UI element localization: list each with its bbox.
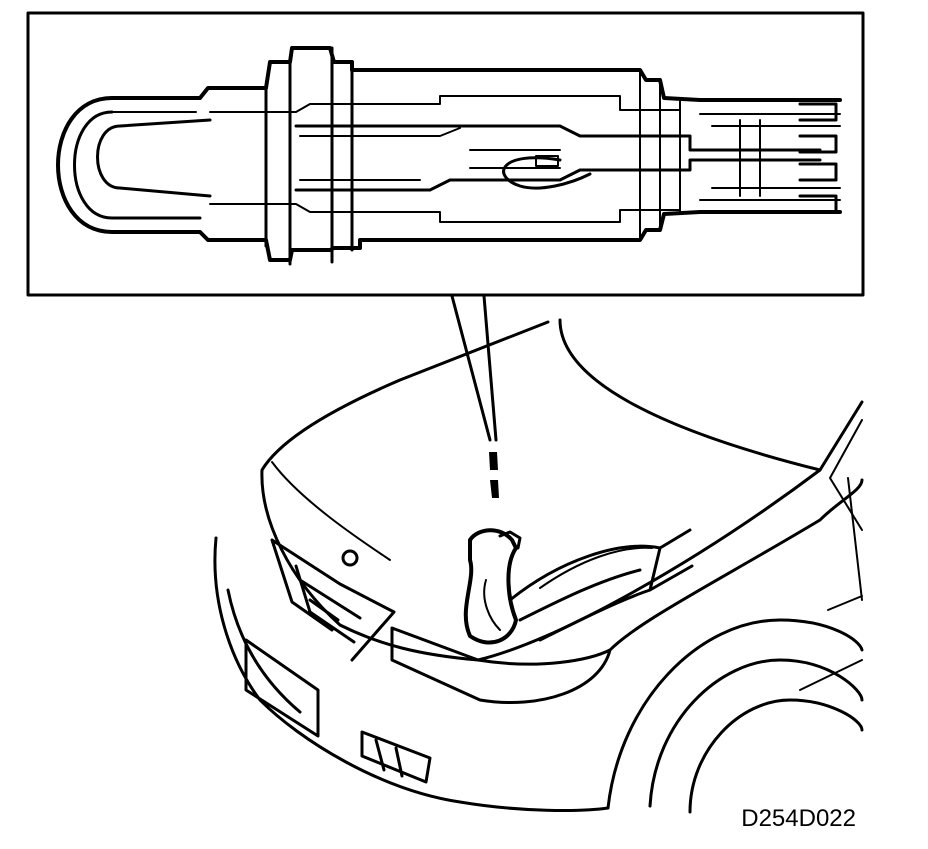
contact-spring [502,156,592,190]
car-front [213,318,864,814]
front-bumper [213,536,610,812]
inner-tube [209,95,681,223]
fog-light [360,730,432,784]
sensor-tip-core [96,118,212,198]
wheel [648,658,864,814]
hood [260,320,822,662]
sensor-detail-inset [26,11,865,297]
windshield-edge [558,318,864,472]
sensor-outer-body [110,46,842,262]
exhaust-pipe [508,528,694,642]
sensor-tip-inner [73,110,202,220]
sensor-tip [56,96,114,234]
license-plate [245,639,319,737]
wheel-arch [606,618,864,810]
sensor-leads [798,102,838,214]
inset-frame [26,11,865,297]
oxygen-sensor [463,528,518,645]
callout-pointer [450,294,499,498]
door-line [799,477,863,691]
hex-nut [264,46,354,266]
grille [270,538,396,662]
hood-emblem [341,549,359,567]
rear-insulator [639,69,841,241]
figure-code: D254D022 [741,805,856,832]
